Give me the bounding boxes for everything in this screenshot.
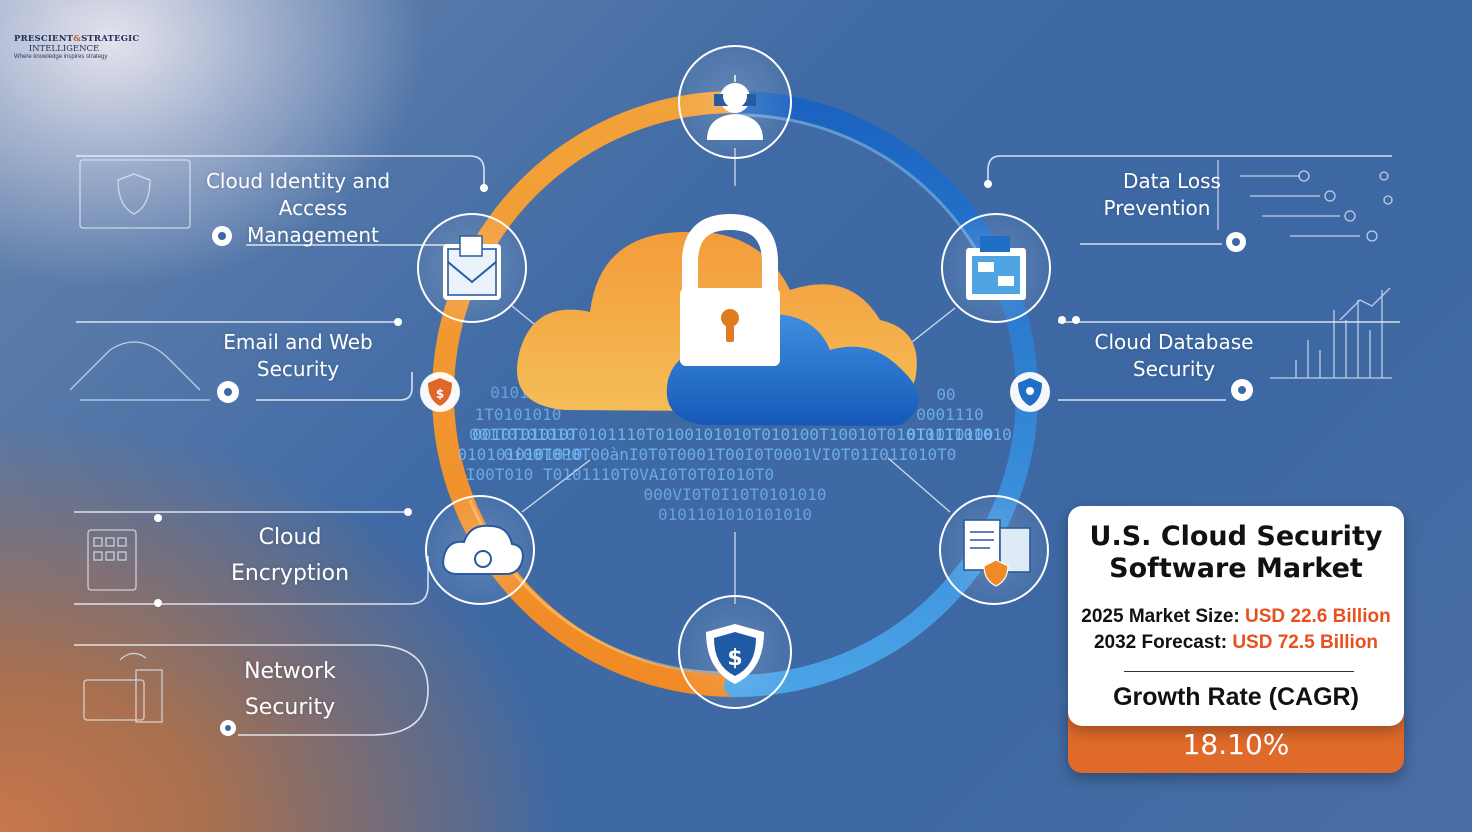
segment-data-loss-line2: Prevention xyxy=(1103,196,1211,220)
binary-row: 001T0101010 xyxy=(469,425,575,444)
segment-network-line1: Network xyxy=(244,659,336,684)
node-lower-left-cloud xyxy=(425,495,535,605)
company-logo: PRESCIENT&STRATEGIC INTELLIGENCE Where k… xyxy=(14,34,139,60)
node-mid-right-shield xyxy=(1010,372,1050,412)
left-connector-dots xyxy=(154,184,488,607)
connector-network xyxy=(74,644,429,736)
left-connector-lines xyxy=(74,155,485,736)
segment-cloud-identity-line2: Access Management xyxy=(247,196,379,247)
logo-text-strategic: STRATEGIC xyxy=(81,34,140,44)
node-top-user xyxy=(678,45,792,159)
connector-cloud-db xyxy=(1058,321,1400,401)
segment-data-loss-label: Data Loss Prevention xyxy=(1072,168,1242,222)
binary-row: 0101101010101010 xyxy=(658,505,812,524)
binary-row: 0T10T0100 xyxy=(907,425,994,444)
card-title-line1: U.S. Cloud Security xyxy=(1089,521,1383,552)
connector-data-loss xyxy=(987,155,1392,245)
segment-cloud-database-line2: Security xyxy=(1132,357,1216,381)
binary-row: 00 xyxy=(936,385,955,404)
segment-email-web-label: Email and Web Security xyxy=(208,329,388,383)
segment-cloud-database-line1: Cloud Database xyxy=(1094,330,1254,354)
market-size-stat: 2025 Market Size: USD 22.6 Billion xyxy=(1068,606,1404,628)
market-stats-card xyxy=(1068,506,1404,726)
segment-cloud-database-label: Cloud Database Security xyxy=(1082,329,1266,383)
forecast-label: 2032 Forecast: xyxy=(1093,632,1228,653)
node-mid-left-shield: $ xyxy=(420,372,460,412)
binary-code: 01010101T0101010001T01010100101010101010… xyxy=(457,383,1011,524)
forecast-value: USD 72.5 Billion xyxy=(1232,632,1379,653)
binary-row: 0í00T0P0T00ànI0T0T0001T00I0T0001VI0T01I0… xyxy=(504,445,957,464)
binary-row: 1T0101010 xyxy=(475,405,562,424)
segment-cloud-encryption-line2: Encryption xyxy=(230,561,350,586)
node-bottom-shield-dollar: $ xyxy=(678,595,792,709)
card-title: U.S. Cloud Security Software Market xyxy=(1068,521,1404,585)
cloud-padlock-icon xyxy=(517,213,919,426)
left-sketch-illustrations xyxy=(69,159,210,723)
node-upper-right-folder xyxy=(941,213,1051,323)
cagr-label: Growth Rate (CAGR) xyxy=(1113,683,1359,711)
connector-encryption xyxy=(74,511,429,605)
left-gear-icons xyxy=(212,226,239,736)
node-lower-right-document xyxy=(939,495,1049,605)
binary-row: 0101010101010 xyxy=(457,445,582,464)
segment-email-web-line2: Security xyxy=(256,357,340,381)
logo-text-prescient: PRESCIENT xyxy=(14,34,74,44)
forecast-stat: 2032 Forecast: USD 72.5 Billion xyxy=(1068,632,1404,654)
market-size-label: 2025 Market Size: xyxy=(1081,606,1240,627)
segment-email-web-line1: Email and Web xyxy=(223,330,373,354)
logo-text-intelligence: INTELLIGENCE xyxy=(28,44,100,54)
cagr-value: 18.10% xyxy=(1182,728,1290,761)
binary-row: 0001110 xyxy=(916,405,983,424)
market-size-value: USD 22.6 Billion xyxy=(1245,606,1391,627)
segment-cloud-identity-label: Cloud Identity and Access Management xyxy=(196,168,400,249)
card-divider xyxy=(1124,671,1354,672)
logo-ampersand: & xyxy=(73,34,82,44)
segment-cloud-encryption-label: Cloud Encryption xyxy=(210,520,370,592)
segment-data-loss-line1: Data Loss xyxy=(1123,169,1221,193)
logo-tagline: Where knowledge inspires strategy xyxy=(14,54,108,60)
card-title-line2: Software Market xyxy=(1109,553,1363,584)
svg-text:$: $ xyxy=(727,646,742,671)
right-gear-icons xyxy=(1226,232,1253,401)
segment-cloud-identity-line1: Cloud Identity and xyxy=(205,169,391,193)
svg-text:$: $ xyxy=(436,387,444,401)
binary-row: I00T010 T0101110T0VAI0T0T0I010T0 xyxy=(466,465,774,484)
right-sketch-illustrations xyxy=(1217,160,1393,379)
binary-row: 000VI0T0I10T0101010 xyxy=(643,485,826,504)
right-connector-lines xyxy=(987,155,1400,401)
binary-row: 0010T01010T0101110T0100101010T010100T100… xyxy=(472,425,1011,444)
segment-cloud-encryption-line1: Cloud xyxy=(258,525,322,550)
node-upper-left-envelope xyxy=(417,213,527,323)
segment-network-line2: Security xyxy=(244,695,336,720)
segment-network-label: Network Security xyxy=(218,654,362,726)
right-connector-dots xyxy=(984,180,1080,324)
connector-email-web xyxy=(76,321,413,401)
